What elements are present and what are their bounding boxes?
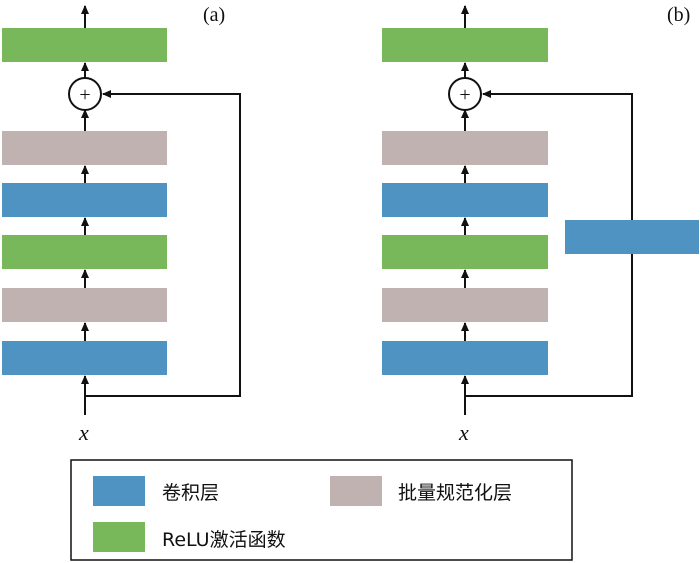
legend-item-conv: 卷积层 bbox=[93, 476, 219, 506]
legend-swatch-conv bbox=[93, 476, 145, 506]
legend-label-conv: 卷积层 bbox=[162, 482, 219, 504]
panel-b-blocks bbox=[382, 28, 548, 375]
legend-item-bn: 批量规范化层 bbox=[330, 476, 512, 506]
panel-a-block-3 bbox=[2, 235, 167, 269]
panel-a-block-0 bbox=[2, 28, 167, 62]
panel-a-block-4 bbox=[2, 288, 167, 322]
panel-b-block-1 bbox=[382, 131, 548, 165]
panel-b-block-0 bbox=[382, 28, 548, 62]
legend-swatch-relu bbox=[93, 522, 145, 552]
panel-b-block-4 bbox=[382, 288, 548, 322]
panel-b-shortcut-block bbox=[565, 220, 699, 254]
legend-frame bbox=[70, 459, 573, 561]
panel-b: (b) + x bbox=[382, 4, 699, 445]
panel-b-label: (b) bbox=[667, 4, 690, 26]
panel-b-block-3 bbox=[382, 235, 548, 269]
legend-label-relu: ReLU激活函数 bbox=[162, 529, 286, 551]
panel-a: (a) + x bbox=[2, 4, 241, 445]
panel-a-sum-node: + bbox=[68, 77, 102, 111]
panel-a-blocks bbox=[2, 28, 167, 375]
legend-swatch-bn bbox=[330, 476, 382, 506]
panel-a-input-label: x bbox=[78, 420, 89, 445]
panel-b-sum-node: + bbox=[448, 77, 482, 111]
panel-b-sum-symbol: + bbox=[459, 84, 470, 106]
panel-a-shortcut-path bbox=[85, 90, 241, 397]
legend: 卷积层 批量规范化层 ReLU激活函数 bbox=[70, 459, 573, 561]
panel-a-block-2 bbox=[2, 183, 167, 217]
panel-b-input-label: x bbox=[458, 420, 469, 445]
legend-item-relu: ReLU激活函数 bbox=[93, 522, 286, 552]
panel-a-sum-symbol: + bbox=[79, 84, 90, 106]
panel-b-block-5 bbox=[382, 341, 548, 375]
panel-a-block-1 bbox=[2, 131, 167, 165]
panel-a-block-5 bbox=[2, 341, 167, 375]
legend-label-bn: 批量规范化层 bbox=[398, 482, 512, 504]
panel-b-block-2 bbox=[382, 183, 548, 217]
panel-a-label: (a) bbox=[203, 4, 225, 26]
